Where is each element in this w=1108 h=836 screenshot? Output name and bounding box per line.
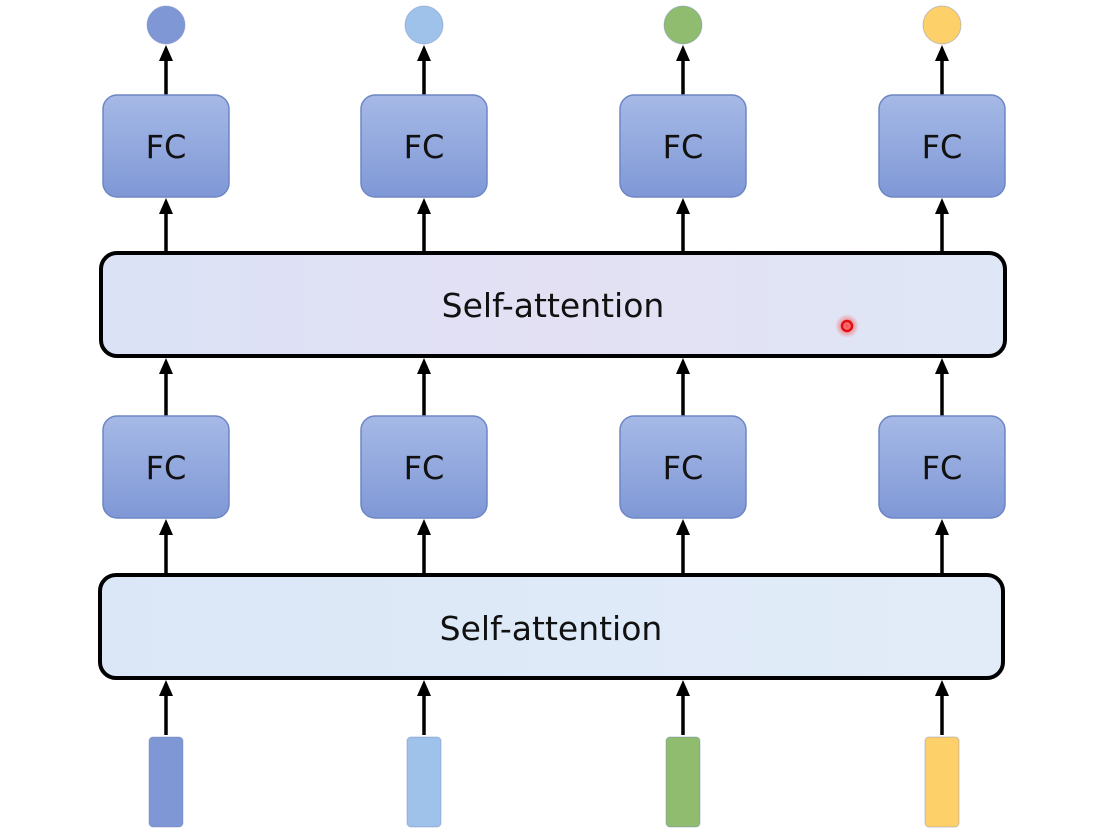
arrow-attn-to-fc-top-2-head: [417, 198, 431, 214]
fc-top-3-box: [619, 94, 747, 198]
arrow-fc-top-to-output-2-head: [417, 45, 431, 61]
output-node-4: [922, 5, 962, 45]
arrow-attn-to-fc-bottom-1-head: [159, 519, 173, 535]
fc-bottom-4-label: FC: [922, 449, 963, 487]
cursor-pointer-dot: [835, 314, 859, 338]
fc-bottom-2-box: [360, 415, 488, 519]
bottom-self-attention-box: [98, 573, 1005, 680]
arrow-fc-bottom-to-attn-4-head: [935, 358, 949, 374]
bottom-self-attention-layer: Self-attention: [98, 573, 1005, 680]
arrow-input-to-attn-4-head: [935, 680, 949, 696]
fc-bottom-4-box: [878, 415, 1006, 519]
arrows-group: [159, 45, 949, 735]
arrow-fc-top-to-output-4-head: [935, 45, 949, 61]
arrow-fc-bottom-to-attn-3-head: [676, 358, 690, 374]
fc-top-1: FC: [102, 94, 230, 198]
fc-bottom-4: FC: [878, 415, 1006, 519]
arrow-attn-to-fc-bottom-2-head: [417, 519, 431, 535]
input-token-4: [924, 736, 960, 828]
output-node-1: [146, 5, 186, 45]
fc-bottom-1-label: FC: [146, 449, 187, 487]
arrow-attn-to-fc-top-1-head: [159, 198, 173, 214]
arrow-input-to-attn-1-head: [159, 680, 173, 696]
input-token-1: [148, 736, 184, 828]
fc-bottom-3-box: [619, 415, 747, 519]
input-token-3: [665, 736, 701, 828]
arrow-attn-to-fc-top-3-head: [676, 198, 690, 214]
arrow-attn-to-fc-top-4-head: [935, 198, 949, 214]
bottom-self-attention-label: Self-attention: [440, 609, 663, 648]
fc-top-4-label: FC: [922, 128, 963, 166]
arrow-input-to-attn-2-head: [417, 680, 431, 696]
fc-top-1-box: [102, 94, 230, 198]
top-self-attention-box: [99, 251, 1007, 358]
output-node-3: [663, 5, 703, 45]
arrow-input-to-attn-3-head: [676, 680, 690, 696]
arrow-attn-to-fc-bottom-4-head: [935, 519, 949, 535]
arrow-fc-bottom-to-attn-1-head: [159, 358, 173, 374]
columns-group: FC FC FC FC FC FC FC FC: [102, 5, 1006, 828]
fc-bottom-3-label: FC: [663, 449, 704, 487]
arrow-attn-to-fc-bottom-3-head: [676, 519, 690, 535]
fc-bottom-1: FC: [102, 415, 230, 519]
arrow-fc-top-to-output-1-head: [159, 45, 173, 61]
fc-top-1-label: FC: [146, 128, 187, 166]
fc-bottom-2-label: FC: [404, 449, 445, 487]
output-node-2: [404, 5, 444, 45]
arrow-fc-top-to-output-3-head: [676, 45, 690, 61]
top-self-attention-label: Self-attention: [442, 286, 665, 325]
fc-bottom-3: FC: [619, 415, 747, 519]
fc-bottom-2: FC: [360, 415, 488, 519]
fc-top-3: FC: [619, 94, 747, 198]
top-self-attention-layer: Self-attention: [99, 251, 1007, 358]
fc-top-4: FC: [878, 94, 1006, 198]
fc-top-2: FC: [360, 94, 488, 198]
input-token-2: [406, 736, 442, 828]
arrow-fc-bottom-to-attn-2-head: [417, 358, 431, 374]
fc-top-3-label: FC: [663, 128, 704, 166]
fc-top-4-box: [878, 94, 1006, 198]
fc-top-2-box: [360, 94, 488, 198]
fc-top-2-label: FC: [404, 128, 445, 166]
fc-bottom-1-box: [102, 415, 230, 519]
